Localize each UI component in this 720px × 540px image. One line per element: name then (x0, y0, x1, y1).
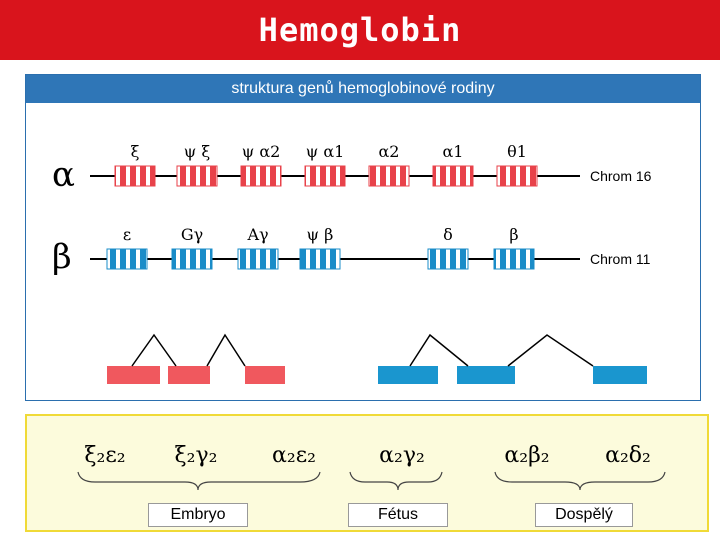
blue-exon-intron-schematic (378, 333, 647, 384)
hemoglobin-chain-label: ξ₂ε₂ (84, 443, 125, 468)
beta-gene-label: Aγ (246, 225, 268, 244)
alpha-cluster-symbol: α (52, 155, 75, 195)
beta-cluster-symbol: β (52, 237, 72, 277)
blue-exon-2 (457, 366, 515, 384)
alpha-gene-box (432, 165, 474, 187)
gene-structure-panel: struktura genů hemoglobinové rodiny (25, 74, 701, 401)
adult-brace (494, 471, 666, 491)
alpha-gene-box (496, 165, 538, 187)
chrom-11-label: Chrom 11 (590, 251, 651, 267)
blue-intron-1 (409, 333, 469, 367)
stage-adult: Dospělý (535, 503, 633, 527)
alpha-gene-label: α2 (379, 142, 400, 161)
alpha-gene-label: ψ α2 (242, 142, 281, 161)
chain-label-group: ξ₂ε₂ ξ₂γ₂ α₂ε₂ α₂γ₂ α₂β₂ α₂δ₂ (84, 443, 650, 468)
hemoglobin-chain-label: α₂ε₂ (272, 443, 316, 468)
blue-exon-3 (593, 366, 647, 384)
fetus-brace (349, 471, 443, 491)
alpha-gene-label: θ1 (507, 142, 527, 161)
alpha-gene-label: ψ ξ (184, 142, 211, 161)
hemoglobin-chain-label: ξ₂γ₂ (175, 443, 218, 468)
alpha-gene-box (240, 165, 282, 187)
beta-gene-label: β (509, 225, 518, 244)
alpha-gene-label: ξ (131, 142, 140, 161)
alpha-gene-box (176, 165, 218, 187)
embryo-brace (77, 471, 321, 491)
beta-gene-box (171, 248, 213, 270)
red-intron-1 (131, 333, 177, 367)
alpha-gene-label: α1 (443, 142, 464, 161)
title-bar: Hemoglobin (0, 0, 720, 60)
alpha-gene-box (114, 165, 156, 187)
blue-exon-1 (378, 366, 438, 384)
beta-gene-label: Gγ (181, 225, 203, 244)
beta-gene-label: ψ β (307, 225, 334, 244)
hemoglobin-chain-label: α₂δ₂ (605, 443, 651, 468)
stage-embryo: Embryo (148, 503, 248, 527)
beta-gene-box (237, 248, 279, 270)
hemoglobin-chain-label: α₂γ₂ (379, 443, 425, 468)
hemoglobin-chain-label: α₂β₂ (504, 443, 549, 468)
red-exon-1 (107, 366, 160, 384)
beta-gene-box (299, 248, 341, 270)
stage-fetus: Fétus (348, 503, 448, 527)
beta-gene-box (427, 248, 469, 270)
alpha-gene-box (368, 165, 410, 187)
alpha-gene-label: ψ α1 (306, 142, 345, 161)
red-intron-2 (206, 333, 246, 367)
beta-gene-box (106, 248, 148, 270)
beta-gene-label: δ (443, 225, 453, 244)
chrom-16-label: Chrom 16 (590, 168, 652, 184)
beta-gene-group: ε Gγ Aγ ψ β δ β (106, 225, 535, 270)
beta-gene-label: ε (123, 225, 131, 244)
red-exon-3 (245, 366, 285, 384)
beta-gene-box (493, 248, 535, 270)
blue-intron-2 (507, 334, 594, 367)
red-exon-intron-schematic (107, 333, 285, 384)
page-title: Hemoglobin (258, 11, 462, 49)
alpha-gene-box (304, 165, 346, 187)
panel-header: struktura genů hemoglobinové rodiny (26, 75, 700, 103)
red-exon-2 (168, 366, 210, 384)
alpha-gene-group: ξ ψ ξ ψ α2 ψ α1 α2 α1 θ1 (114, 142, 538, 187)
